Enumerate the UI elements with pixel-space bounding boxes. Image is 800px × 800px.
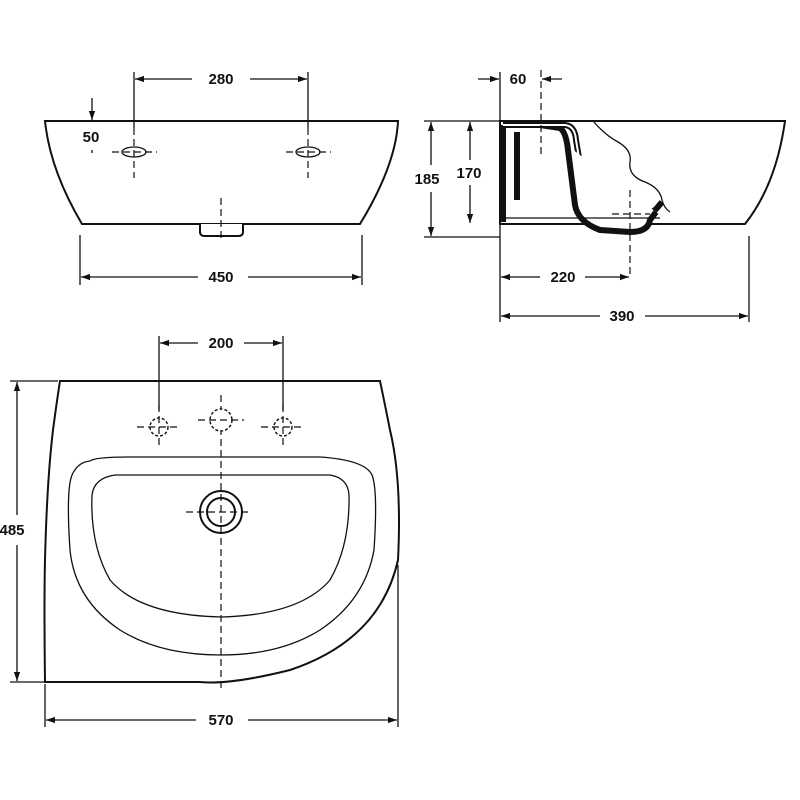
dimension-170-label: 170 [456, 165, 481, 182]
top-view: 200 485 570 [0, 335, 400, 729]
dimension-280-label: 280 [208, 71, 233, 88]
dimension-50-label: 50 [83, 129, 100, 146]
dimension-485-label: 485 [0, 522, 25, 539]
dimension-60-label: 60 [510, 71, 527, 88]
side-view-rim-profile [592, 120, 671, 213]
dimension-570-label: 570 [208, 712, 233, 729]
side-view: 60 185 170 220 390 [414, 70, 787, 325]
dimension-220-label: 220 [550, 269, 575, 286]
dimension-450-label: 450 [208, 269, 233, 286]
side-view-cross-section-wall-inner [503, 124, 640, 215]
dimension-390-label: 390 [609, 308, 634, 325]
front-view: 280 50 450 [43, 71, 400, 286]
side-view-cross-section-bowl [514, 122, 659, 235]
top-view-rim-edge [67, 456, 377, 656]
dimension-185-label: 185 [414, 171, 439, 188]
dimension-200-label: 200 [208, 335, 233, 352]
